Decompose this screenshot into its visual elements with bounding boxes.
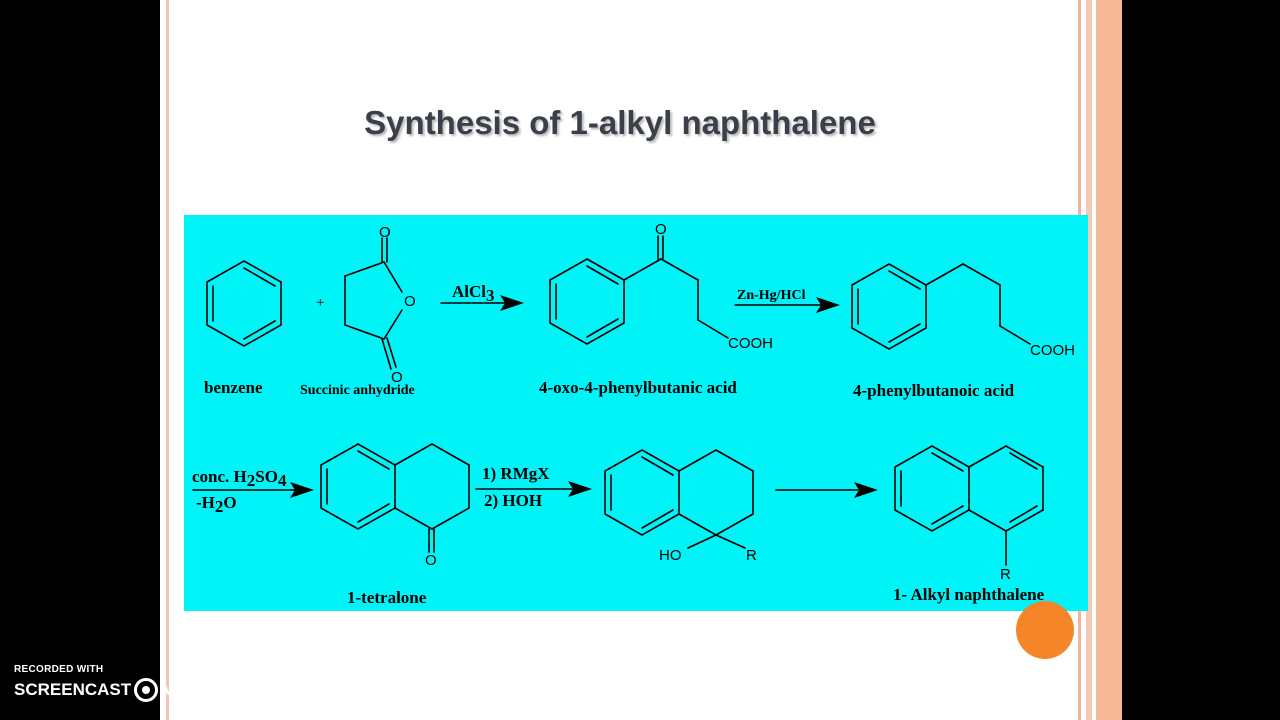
oxo-acid-structure	[549, 235, 729, 345]
atom-o-label: O	[425, 552, 437, 569]
arrowheads	[290, 295, 878, 498]
reagent-zn-hg-hcl: Zn-Hg/HCl	[737, 288, 806, 303]
benzene-structure	[206, 260, 282, 347]
reagent-conc-h2so4: conc. H2SO4	[192, 467, 287, 490]
hydroxyl-label: HO	[659, 547, 682, 564]
atom-o-label: O	[379, 224, 391, 241]
orange-dot-decoration	[1016, 601, 1074, 659]
reagent-rmgx: 1) RMgX	[482, 464, 550, 483]
slide-title: Synthesis of 1-alkyl naphthalene	[364, 104, 876, 141]
reaction-panel: O O O O COOH COOH O HO R R + AlCl3 Zn-Hg…	[184, 215, 1088, 611]
label-benzene: benzene	[204, 378, 263, 397]
tetralone-structure	[320, 443, 470, 553]
reagent-alcl3: AlCl3	[452, 282, 495, 305]
watermark-logo: SCREENCAST MATIC	[14, 678, 214, 702]
alkyl-naphthalene-structure	[894, 445, 1044, 566]
alcohol-structure	[604, 449, 754, 549]
r-group-label: R	[746, 547, 757, 564]
watermark-top-text: RECORDED WITH	[14, 664, 104, 675]
label-succinic-anhydride: Succinic anhydride	[300, 383, 415, 398]
watermark-right-text: MATIC	[161, 680, 214, 699]
label-phenylbutanoic-acid: 4-phenylbutanoic acid	[853, 381, 1015, 400]
label-alkyl-naphthalene: 1- Alkyl naphthalene	[893, 585, 1045, 604]
slide-border-left	[166, 0, 169, 720]
watermark-left-text: SCREENCAST	[14, 680, 132, 699]
record-icon	[134, 678, 159, 702]
succinic-anhydride-structure	[344, 237, 403, 370]
r-group-label: R	[1000, 566, 1011, 583]
plus-sign: +	[316, 295, 324, 311]
reagent-hoh: 2) HOH	[484, 491, 542, 510]
screencast-watermark: RECORDED WITH SCREENCAST MATIC	[14, 664, 214, 702]
slide-border-right-3	[1096, 0, 1122, 720]
slide-border-right-2	[1086, 0, 1092, 720]
atom-o-label: O	[391, 369, 403, 386]
atom-o-label: O	[404, 293, 416, 310]
label-tetralone: 1-tetralone	[347, 588, 427, 607]
atom-o-label: O	[655, 221, 667, 238]
label-oxo-acid: 4-oxo-4-phenylbutanic acid	[539, 378, 737, 397]
reaction-scheme: O O O O COOH COOH O HO R R + AlCl3 Zn-Hg…	[192, 221, 1075, 607]
cooh-label: COOH	[728, 335, 773, 352]
phenyl-acid-structure	[851, 263, 1031, 350]
cooh-label: COOH	[1030, 342, 1075, 359]
reagent-minus-h2o: -H2O	[196, 493, 237, 516]
